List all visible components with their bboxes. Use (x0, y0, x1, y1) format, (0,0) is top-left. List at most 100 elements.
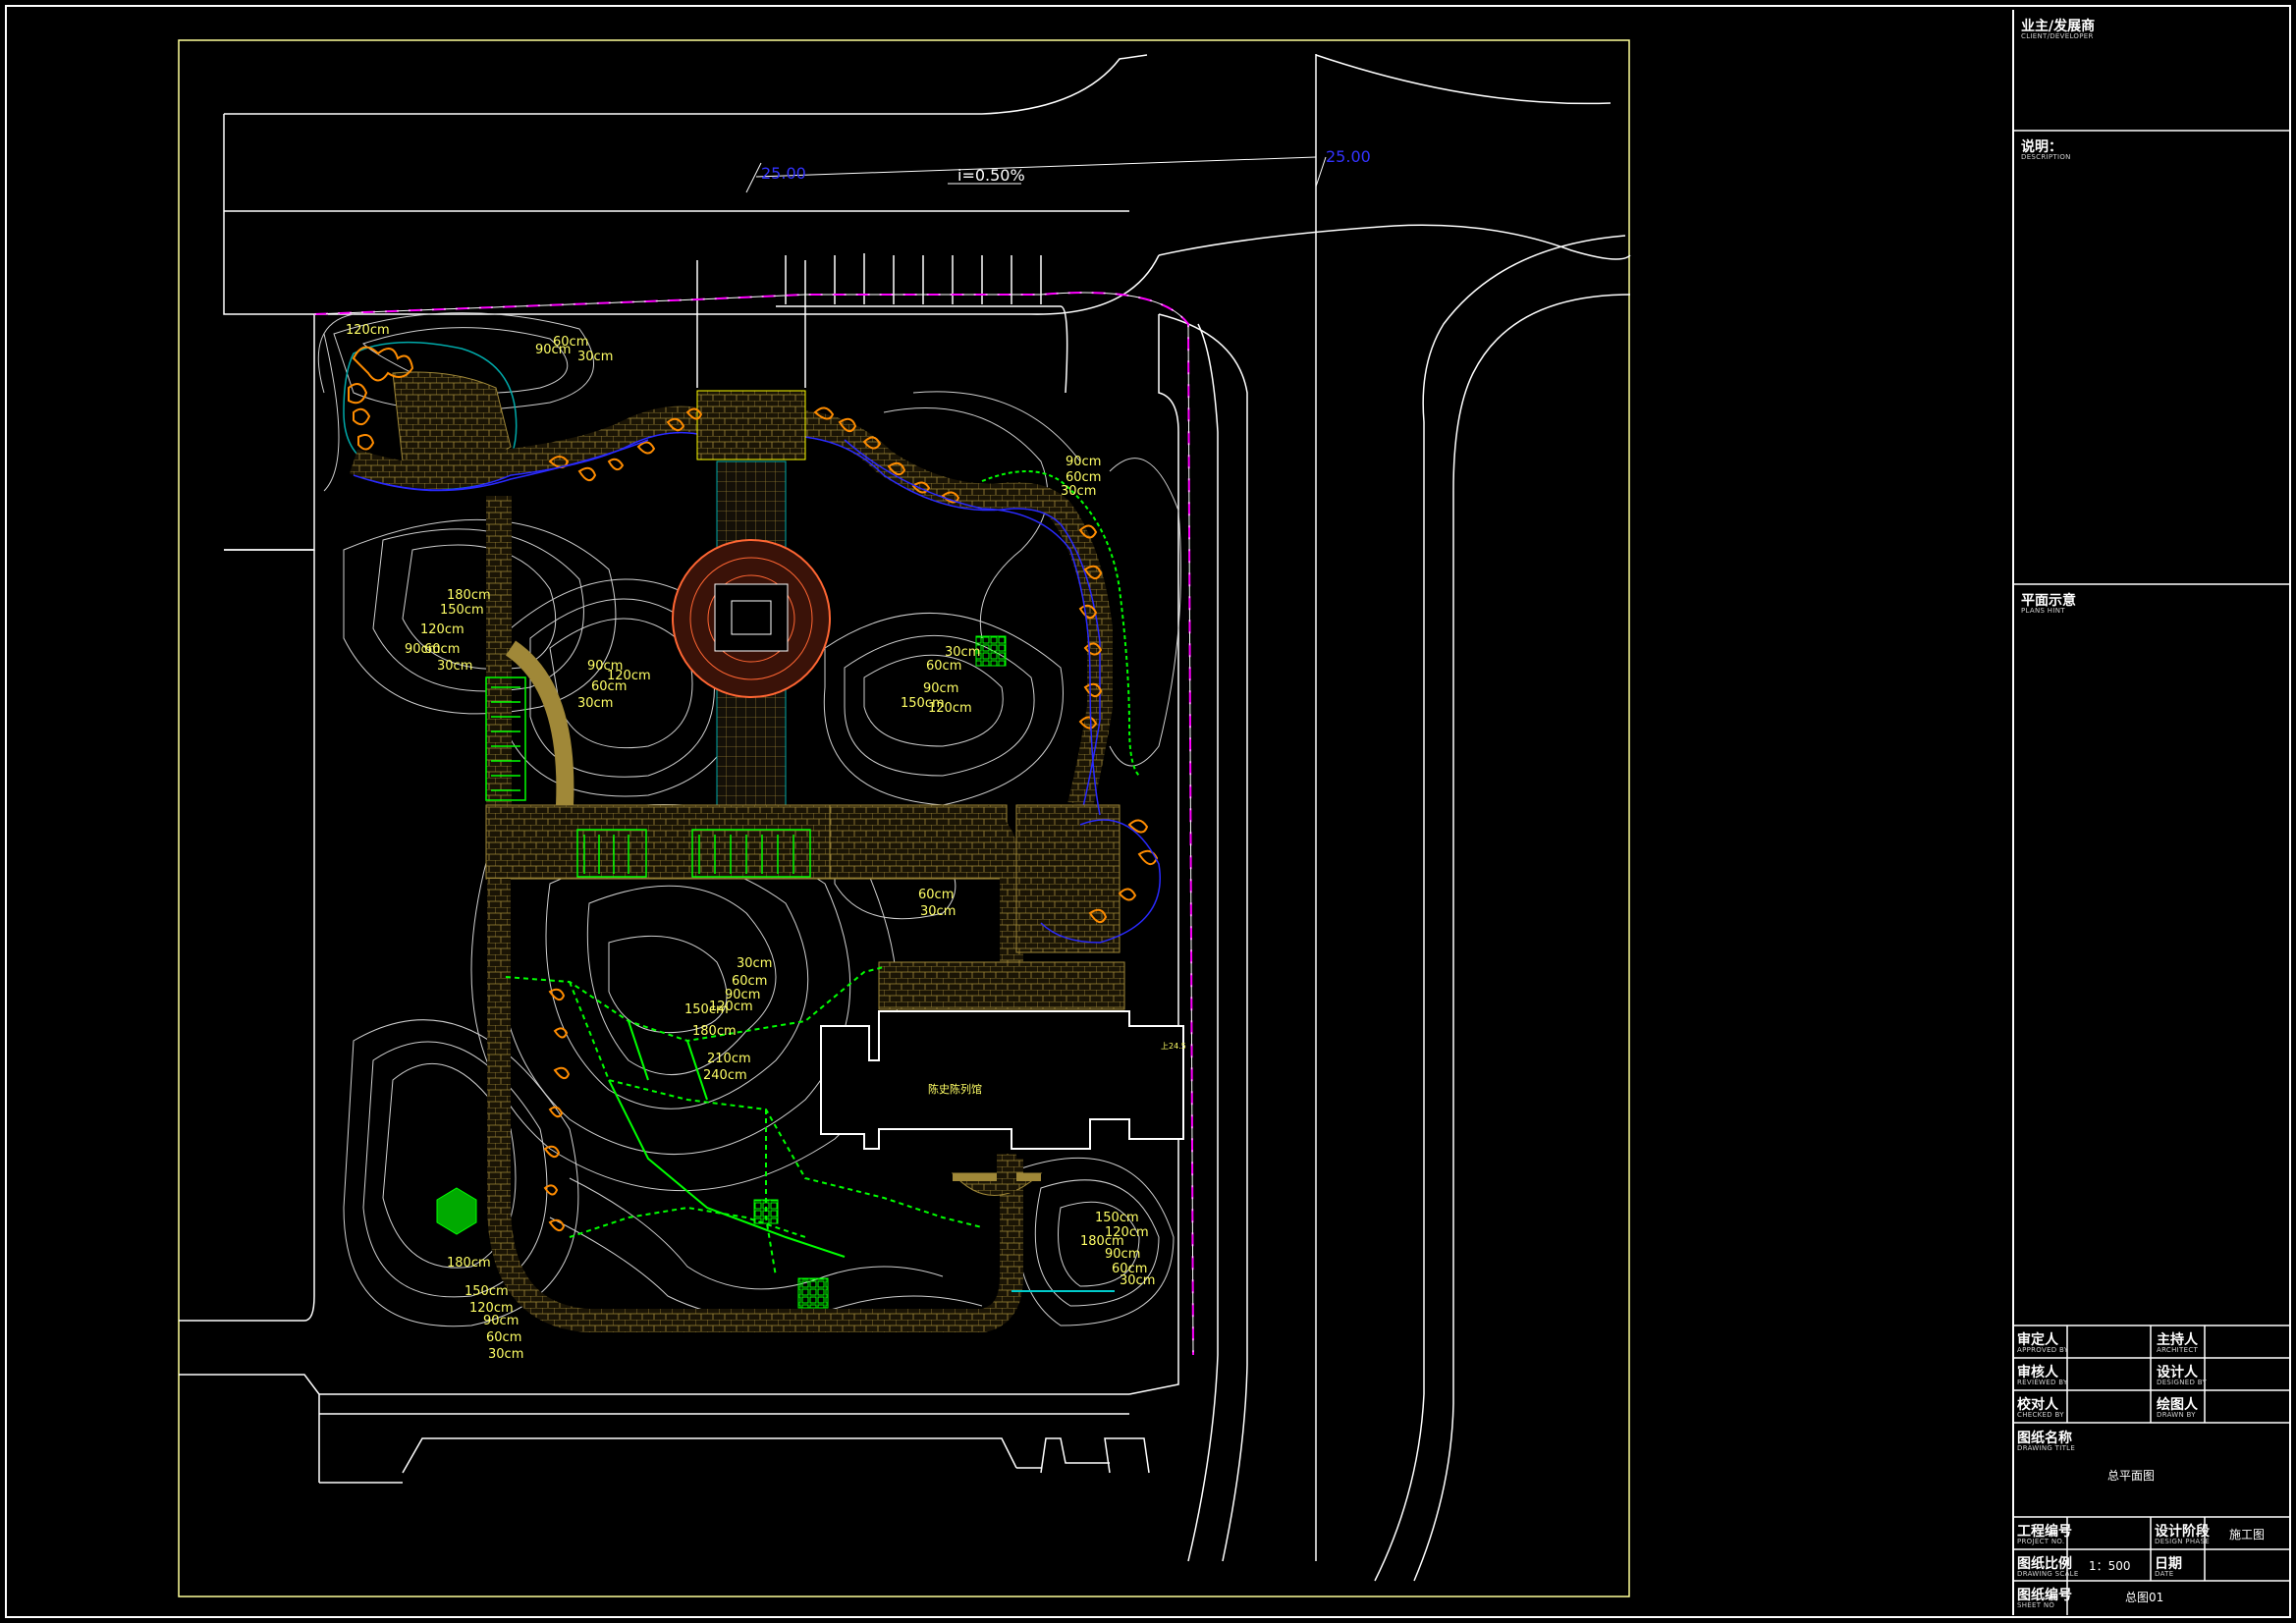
svg-text:150cm: 150cm (901, 696, 945, 711)
svg-text:30cm: 30cm (1061, 484, 1096, 499)
svg-text:90cm: 90cm (923, 681, 958, 696)
checked-label-en: CHECKED BY (2017, 1411, 2064, 1419)
svg-text:90cm: 90cm (1066, 455, 1101, 469)
elevation-markers: 25.00 25.00 i=0.50% (745, 147, 1371, 193)
drawing-title-label: 图纸名称 (2017, 1431, 2072, 1446)
svg-text:150cm: 150cm (440, 603, 484, 618)
drawn-label-en: DRAWN BY (2157, 1411, 2196, 1419)
svg-text:90cm: 90cm (535, 343, 571, 357)
building-label: 陈史陈列馆 (928, 1082, 982, 1096)
design-phase-label: 设计阶段 (2155, 1524, 2210, 1540)
svg-text:120cm: 120cm (709, 1000, 753, 1014)
stream (372, 439, 1161, 944)
contour-labels: 120cm 90cm 60cm 30cm 180cm 150cm 120cm 9… (346, 323, 1155, 1362)
svg-text:120cm: 120cm (346, 323, 390, 338)
approved-label: 审定人 (2017, 1332, 2058, 1348)
entry-plaza (696, 390, 806, 460)
plan-label: 平面示意 (2021, 593, 2076, 609)
svg-text:60cm: 60cm (926, 659, 961, 674)
planter-2 (753, 1199, 779, 1224)
svg-text:180cm: 180cm (692, 1024, 737, 1039)
sheet-no-label: 图纸编号 (2017, 1588, 2072, 1603)
building-marker: 上24.5 (1161, 1042, 1186, 1051)
design-phase-label-en: DESIGN PHASE (2155, 1538, 2210, 1545)
svg-text:30cm: 30cm (437, 659, 472, 674)
approved-label-en: APPROVED BY (2017, 1346, 2069, 1354)
sheet-no-value: 总图01 (2125, 1591, 2164, 1604)
svg-text:150cm: 150cm (465, 1284, 509, 1299)
svg-text:30cm: 30cm (577, 350, 613, 364)
svg-text:60cm: 60cm (918, 888, 954, 902)
elevation-left: 25.00 (761, 164, 806, 183)
svg-text:90cm: 90cm (1105, 1247, 1140, 1262)
drawn-label: 绘图人 (2157, 1397, 2198, 1413)
svg-text:120cm: 120cm (928, 701, 972, 716)
svg-text:90cm: 90cm (483, 1314, 519, 1328)
notes-label: 说明： (2021, 139, 2062, 155)
notes-label-en: DESCRIPTION (2021, 153, 2071, 161)
reviewed-label: 审核人 (2017, 1365, 2058, 1380)
svg-text:60cm: 60cm (553, 335, 588, 350)
design-phase-value: 施工图 (2229, 1528, 2266, 1542)
svg-text:90cm: 90cm (405, 642, 440, 657)
svg-text:30cm: 30cm (737, 956, 772, 971)
svg-text:180cm: 180cm (447, 1256, 491, 1271)
road-north (223, 54, 1631, 1582)
client-label-en: CLIENT/DEVELOPER (2021, 32, 2094, 40)
svg-text:120cm: 120cm (1105, 1225, 1149, 1240)
plan-label-en: PLANS HINT (2021, 607, 2065, 615)
sheet-border (5, 5, 2291, 1618)
checked-label: 校对人 (2017, 1397, 2058, 1413)
svg-text:60cm: 60cm (1066, 470, 1101, 485)
svg-text:60cm: 60cm (424, 642, 460, 657)
south-plaza (485, 804, 831, 880)
central-pavilion (714, 583, 789, 652)
svg-text:60cm: 60cm (486, 1330, 521, 1345)
project-no-label-en: PROJECT NO. (2017, 1538, 2065, 1545)
slope-label: i=0.50% (957, 166, 1025, 185)
exhibition-building (820, 1010, 1184, 1150)
site-frame (178, 39, 1630, 1597)
reviewed-label-en: REVIEWED BY (2017, 1379, 2068, 1386)
architect-label: 主持人 (2157, 1332, 2198, 1348)
svg-text:30cm: 30cm (488, 1347, 523, 1362)
sheet-no-label-en: SHEET NO (2017, 1601, 2055, 1609)
svg-text:90cm: 90cm (587, 659, 623, 674)
svg-text:150cm: 150cm (1095, 1211, 1139, 1225)
building-forecourt (878, 961, 1125, 1010)
svg-text:240cm: 240cm (703, 1068, 747, 1083)
scale-label: 图纸比例 (2017, 1556, 2072, 1572)
svg-text:210cm: 210cm (707, 1052, 751, 1066)
planting (505, 470, 1140, 1277)
elevation-right: 25.00 (1326, 147, 1371, 166)
designed-label: 设计人 (2157, 1365, 2198, 1380)
rockwork (348, 346, 1159, 1232)
svg-text:180cm: 180cm (447, 588, 491, 603)
designed-label-en: DESIGNED BY (2157, 1379, 2208, 1386)
south-perimeter-path (487, 879, 1023, 1332)
svg-text:60cm: 60cm (591, 679, 627, 694)
svg-text:150cm: 150cm (684, 1002, 729, 1017)
svg-text:60cm: 60cm (1112, 1262, 1147, 1276)
svg-text:120cm: 120cm (469, 1301, 514, 1316)
drawing-title-value: 总平面图 (2107, 1469, 2156, 1483)
north-walkway (349, 406, 1113, 809)
planter-3 (797, 1277, 829, 1309)
svg-text:30cm: 30cm (920, 904, 956, 919)
drawing-title-label-en: DRAWING TITLE (2017, 1444, 2076, 1452)
svg-text:180cm: 180cm (1080, 1234, 1124, 1249)
svg-text:30cm: 30cm (577, 696, 613, 711)
pergolas (485, 676, 811, 878)
svg-text:60cm: 60cm (732, 974, 767, 989)
svg-text:30cm: 30cm (945, 645, 980, 660)
svg-text:30cm: 30cm (1120, 1273, 1155, 1288)
svg-text:90cm: 90cm (725, 988, 760, 1002)
svg-text:120cm: 120cm (607, 669, 651, 683)
architect-label-en: ARCHITECT (2157, 1346, 2199, 1354)
planter-1 (975, 635, 1007, 667)
scale-value: 1：500 (2089, 1559, 2131, 1573)
site-boundary (179, 253, 1179, 1484)
date-label-en: DATE (2155, 1570, 2174, 1578)
project-no-label: 工程编号 (2017, 1524, 2072, 1540)
